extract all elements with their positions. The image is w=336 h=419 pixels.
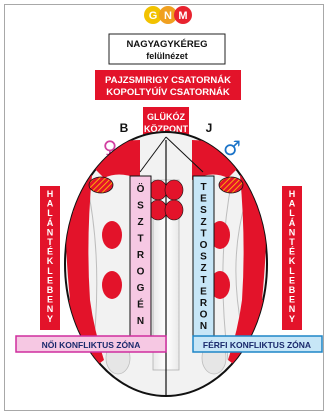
banner-line1: PAJZSMIRIGY CSATORNÁK (105, 75, 231, 86)
side-label-left: B (120, 121, 129, 135)
title-line2: felülnézet (146, 51, 188, 61)
female-zone-label: NŐI KONFLIKTUS ZÓNA (42, 339, 141, 350)
title-line1: NAGYAGYKÉREG (127, 39, 208, 50)
brain-top-view (60, 132, 272, 396)
male-zone-label: FÉRFI KONFLIKTUS ZÓNA (203, 339, 311, 350)
logo-letter-g: G (149, 10, 158, 22)
banner-line2: KOPOLTYÚÍV CSATORNÁK (106, 86, 230, 98)
gnm-logo: G N M (144, 6, 192, 24)
center-line1: GLÜKÓZ (147, 111, 185, 122)
logo-letter-n: N (164, 10, 172, 22)
side-label-right: J (206, 121, 213, 135)
logo-letter-m: M (178, 10, 187, 22)
